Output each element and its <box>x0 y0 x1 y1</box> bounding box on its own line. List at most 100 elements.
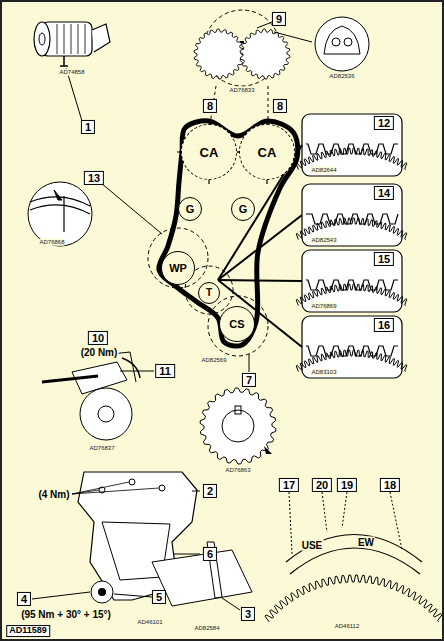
leader <box>289 492 292 554</box>
callout-number: 17 <box>279 478 299 492</box>
tooth-detail-panel <box>218 280 407 378</box>
callout-number: 16 <box>374 318 394 332</box>
cam-lobe <box>324 26 360 54</box>
pulley-label: G <box>186 204 195 215</box>
figure-code: AD76837 <box>89 445 114 452</box>
pulley-label: CA <box>200 146 219 159</box>
pulley-label: WP <box>169 263 187 274</box>
callout-number: 8 <box>203 99 217 113</box>
fin <box>85 24 86 54</box>
callout-number: 15 <box>374 252 394 266</box>
figure-code: AD76833 <box>229 87 254 94</box>
callout-number: 13 <box>84 171 104 185</box>
hole <box>344 38 352 46</box>
leader <box>66 68 82 121</box>
callout-number: 1 <box>81 120 95 134</box>
hole <box>332 38 340 46</box>
bolt <box>129 479 135 485</box>
cross-mark <box>235 120 299 184</box>
pulley-label: G <box>239 204 248 215</box>
callout-number: 8 <box>273 99 287 113</box>
belt-teeth <box>306 214 398 224</box>
belt-teeth <box>306 280 398 290</box>
panel-frame <box>302 316 402 378</box>
leader <box>72 488 159 494</box>
fin <box>57 24 58 54</box>
belt-mark-detail <box>28 182 208 288</box>
panel-frame <box>302 114 402 176</box>
callout-number: 6 <box>203 547 217 561</box>
pulley-circle: CS <box>219 306 255 342</box>
mark <box>240 41 244 43</box>
cam-gear <box>194 29 244 79</box>
note-text: (95 Nm + 30° + 15°) <box>20 609 112 620</box>
callout-number: 19 <box>337 478 357 492</box>
leader <box>218 280 302 347</box>
pulley-label: T <box>206 288 212 298</box>
sprocket <box>200 388 276 464</box>
callout-number: 3 <box>241 607 255 621</box>
leader <box>257 22 272 28</box>
pulley-label: CA <box>258 146 277 159</box>
callout-number: 4 <box>17 592 31 606</box>
figure-code: AD83103 <box>311 369 336 376</box>
pulley-circle: T <box>198 282 220 304</box>
pulley-circle: CA <box>181 124 237 180</box>
figure-code: AD46112 <box>335 623 360 630</box>
figure-code: AD46101 <box>137 619 162 626</box>
pulley-circle: CA <box>239 124 295 180</box>
turn-arrow <box>122 358 140 378</box>
cam-gear-detail <box>194 10 312 124</box>
detail-circle <box>315 17 369 71</box>
leader <box>342 492 347 528</box>
leader <box>390 492 402 550</box>
leader <box>32 592 90 599</box>
cam-mark-detail <box>315 17 369 71</box>
belt-marking-figure <box>265 492 442 622</box>
belt-band <box>290 548 420 574</box>
arrow-mark <box>54 190 62 200</box>
note-text: EW <box>357 537 375 548</box>
leader <box>120 371 154 372</box>
cross-mark <box>177 120 241 184</box>
cam-gear <box>240 29 290 79</box>
callout-number: 12 <box>374 116 394 130</box>
crank-sprocket-detail <box>200 388 276 464</box>
panel-frame <box>302 250 402 312</box>
leader <box>218 215 302 280</box>
fin <box>71 24 72 54</box>
note-text: USE <box>301 540 324 551</box>
leader <box>274 32 312 42</box>
pin <box>60 56 68 66</box>
leader <box>249 354 250 372</box>
callout-number: 10 <box>88 331 108 345</box>
detail-circle <box>148 228 208 288</box>
belt-teeth <box>306 346 398 356</box>
pulley-label: CS <box>229 319 244 330</box>
callout-number: 5 <box>152 590 166 604</box>
pulley-face <box>34 22 50 56</box>
fin <box>78 24 79 54</box>
figure-code: AD82543 <box>311 237 336 244</box>
figure-code: AD82584 <box>194 625 219 632</box>
leader <box>218 280 302 281</box>
figure-code: AD82644 <box>311 167 336 174</box>
crank-lock-figure <box>152 542 252 610</box>
crank-bolt <box>98 588 106 596</box>
crank-pulley <box>91 581 113 603</box>
hub <box>222 410 254 442</box>
mark <box>63 196 64 232</box>
leader <box>101 183 162 234</box>
detail-circle <box>28 182 92 246</box>
note-text: (20 Nm) <box>80 347 119 358</box>
callout-number: 20 <box>312 478 332 492</box>
dash-link <box>268 86 269 124</box>
pulley-circle: G <box>231 197 255 221</box>
pulley-hub <box>39 33 45 45</box>
callout-number: 18 <box>380 478 400 492</box>
drawing-number: AD11589 <box>6 625 50 637</box>
bolt <box>159 485 165 491</box>
leader <box>222 598 240 610</box>
leader <box>322 492 327 532</box>
